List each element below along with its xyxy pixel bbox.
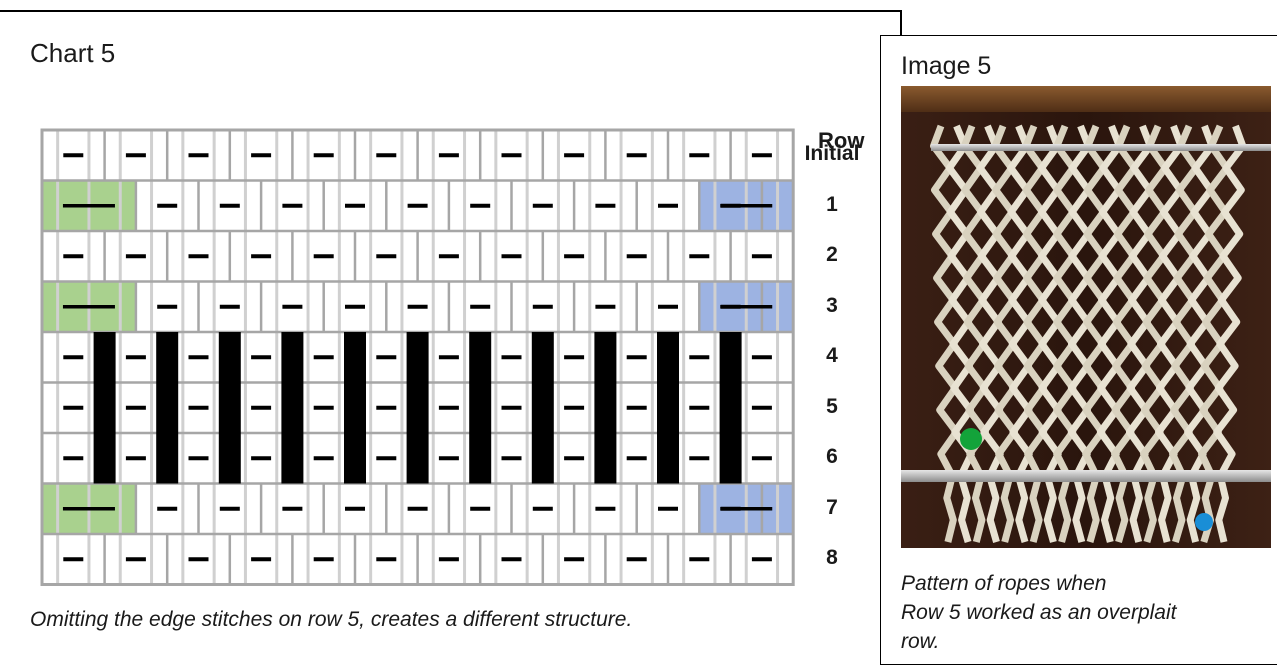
overplait-bar [594,332,617,484]
row-column-header: Row [818,128,865,153]
row-label-5: 5 [826,394,838,418]
overplait-bar [531,332,554,484]
lower-rod [901,470,1271,482]
image-title: Image 5 [901,52,992,80]
overplait-bar [657,332,679,484]
shelf-edge [901,86,1271,112]
image-caption: Pattern of ropes when Row 5 worked as an… [901,569,1271,656]
green-bead-icon [960,428,982,450]
image-caption-line-1: Pattern of ropes when [901,572,1107,595]
row-label-3: 3 [826,293,838,317]
overplait-bar [406,332,429,484]
chart-caption: Omitting the edge stitches on row 5, cre… [30,608,633,631]
chart-title: Chart 5 [30,38,116,68]
image-caption-line-3: row. [901,630,940,653]
row-label-initial: Initial [804,142,860,166]
image-panel: Image 5 Pattern of ropes when Row [880,35,1277,665]
grid-border [40,128,795,586]
row-label-8: 8 [826,546,838,570]
top-dowel [931,144,1271,151]
macrame-ropes-photo [901,86,1271,548]
row-label-6: 6 [826,445,838,469]
row-label-7: 7 [826,495,838,519]
overplait-bar [281,332,304,484]
overplait-bar [344,332,366,484]
overplait-bar [218,332,241,484]
overplait-bar [93,332,116,484]
overplait-bar [156,332,179,484]
row-label-2: 2 [826,243,838,267]
blue-bead-icon [1195,513,1213,531]
stitch-chart-grid [40,128,795,586]
row-label-1: 1 [826,192,838,216]
image-caption-line-2: Row 5 worked as an overplait [901,601,1177,624]
overplait-bar [719,332,742,484]
overplait-bar [469,332,492,484]
row-label-4: 4 [826,344,838,368]
